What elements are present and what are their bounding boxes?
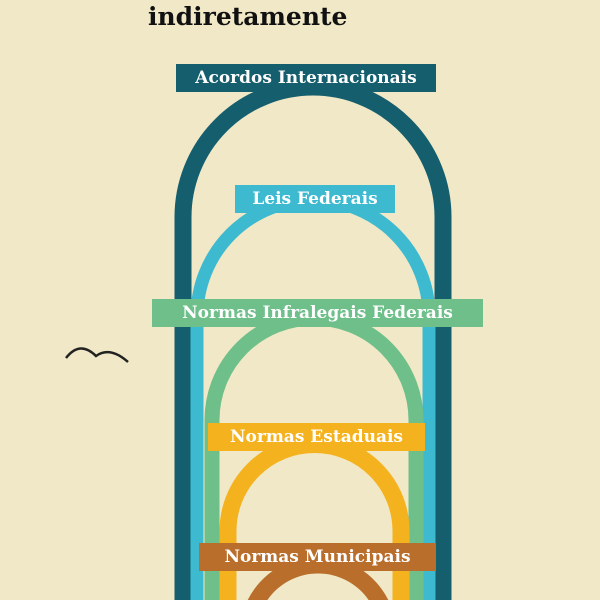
label-normas-municipais: Normas Municipais bbox=[199, 543, 436, 571]
label-leis-federais: Leis Federais bbox=[235, 185, 395, 213]
arch-normas-estaduais bbox=[219, 436, 410, 600]
diagram-title: indiretamente bbox=[148, 2, 348, 31]
bird-icon bbox=[65, 347, 129, 363]
label-normas-infralegais-federais: Normas Infralegais Federais bbox=[152, 299, 483, 327]
label-acordos-internacionais: Acordos Internacionais bbox=[176, 64, 436, 92]
label-normas-estaduais: Normas Estaduais bbox=[208, 423, 425, 451]
